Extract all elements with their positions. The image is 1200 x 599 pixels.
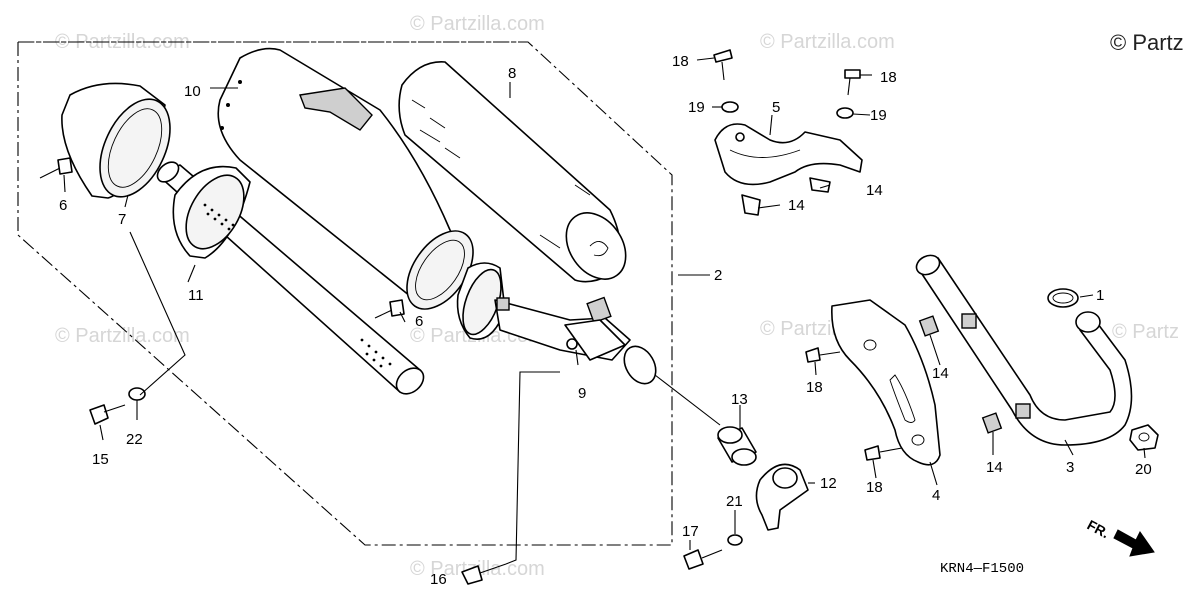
callout: 6 (59, 197, 67, 214)
part-exhaust-pipe (915, 254, 1133, 446)
callout: 18 (806, 379, 823, 396)
callout: 19 (870, 107, 887, 124)
callout: 12 (820, 475, 837, 492)
part-collar (717, 426, 757, 466)
front-direction-arrow-icon (1113, 529, 1155, 557)
callout: 17 (682, 523, 699, 540)
callout: 3 (1066, 459, 1074, 476)
part-tail-pipe (156, 161, 425, 395)
callout: 5 (772, 99, 780, 116)
callout: 14 (788, 197, 805, 214)
callout: 2 (714, 267, 722, 284)
leader-lines (63, 57, 1146, 565)
callout: 19 (688, 99, 705, 116)
callout: 18 (880, 69, 897, 86)
part-nut (1129, 424, 1159, 451)
callout: 7 (118, 211, 126, 228)
callout: 8 (508, 65, 516, 82)
callout: 1 (1096, 287, 1104, 304)
assembly-boundary (17, 41, 673, 546)
diagram-code: KRN4—F1500 (940, 561, 1024, 577)
part-end-cap (61, 82, 171, 199)
callout: 16 (430, 571, 447, 588)
copyright-watermark: © Partz (1110, 30, 1184, 55)
callout: 15 (92, 451, 109, 468)
callout: 14 (986, 459, 1003, 476)
callout: 4 (932, 487, 940, 504)
callout: 20 (1135, 461, 1152, 478)
callout: 10 (184, 83, 201, 100)
watermark: © Partzilla.com (410, 13, 545, 35)
callout: 11 (188, 287, 204, 304)
part-gasket (1047, 288, 1079, 308)
callout: 13 (731, 391, 748, 408)
callout: 14 (932, 365, 949, 382)
part-heat-guard (714, 123, 863, 216)
callout: 18 (672, 53, 689, 70)
part-inner-pipe (456, 262, 657, 385)
callout: 21 (726, 493, 743, 510)
watermark: © Partz (1112, 321, 1179, 343)
part-band (755, 463, 809, 531)
callout: 9 (578, 385, 586, 402)
front-direction-indicator: FR. (1085, 517, 1155, 557)
callout: 6 (415, 313, 423, 330)
watermark: © Partzilla.com (55, 325, 190, 347)
direction-label: FR. (1085, 517, 1112, 542)
part-packing (398, 61, 627, 283)
fasteners (39, 49, 1003, 585)
callout: 22 (126, 431, 143, 448)
callout: 14 (866, 182, 883, 199)
watermark: © Partzilla.com (760, 31, 895, 53)
callout-labels: 1 2 3 4 5 6 6 7 8 9 10 11 12 13 14 14 14… (59, 53, 1152, 588)
part-protector-plate (831, 299, 941, 466)
callout: 18 (866, 479, 883, 496)
